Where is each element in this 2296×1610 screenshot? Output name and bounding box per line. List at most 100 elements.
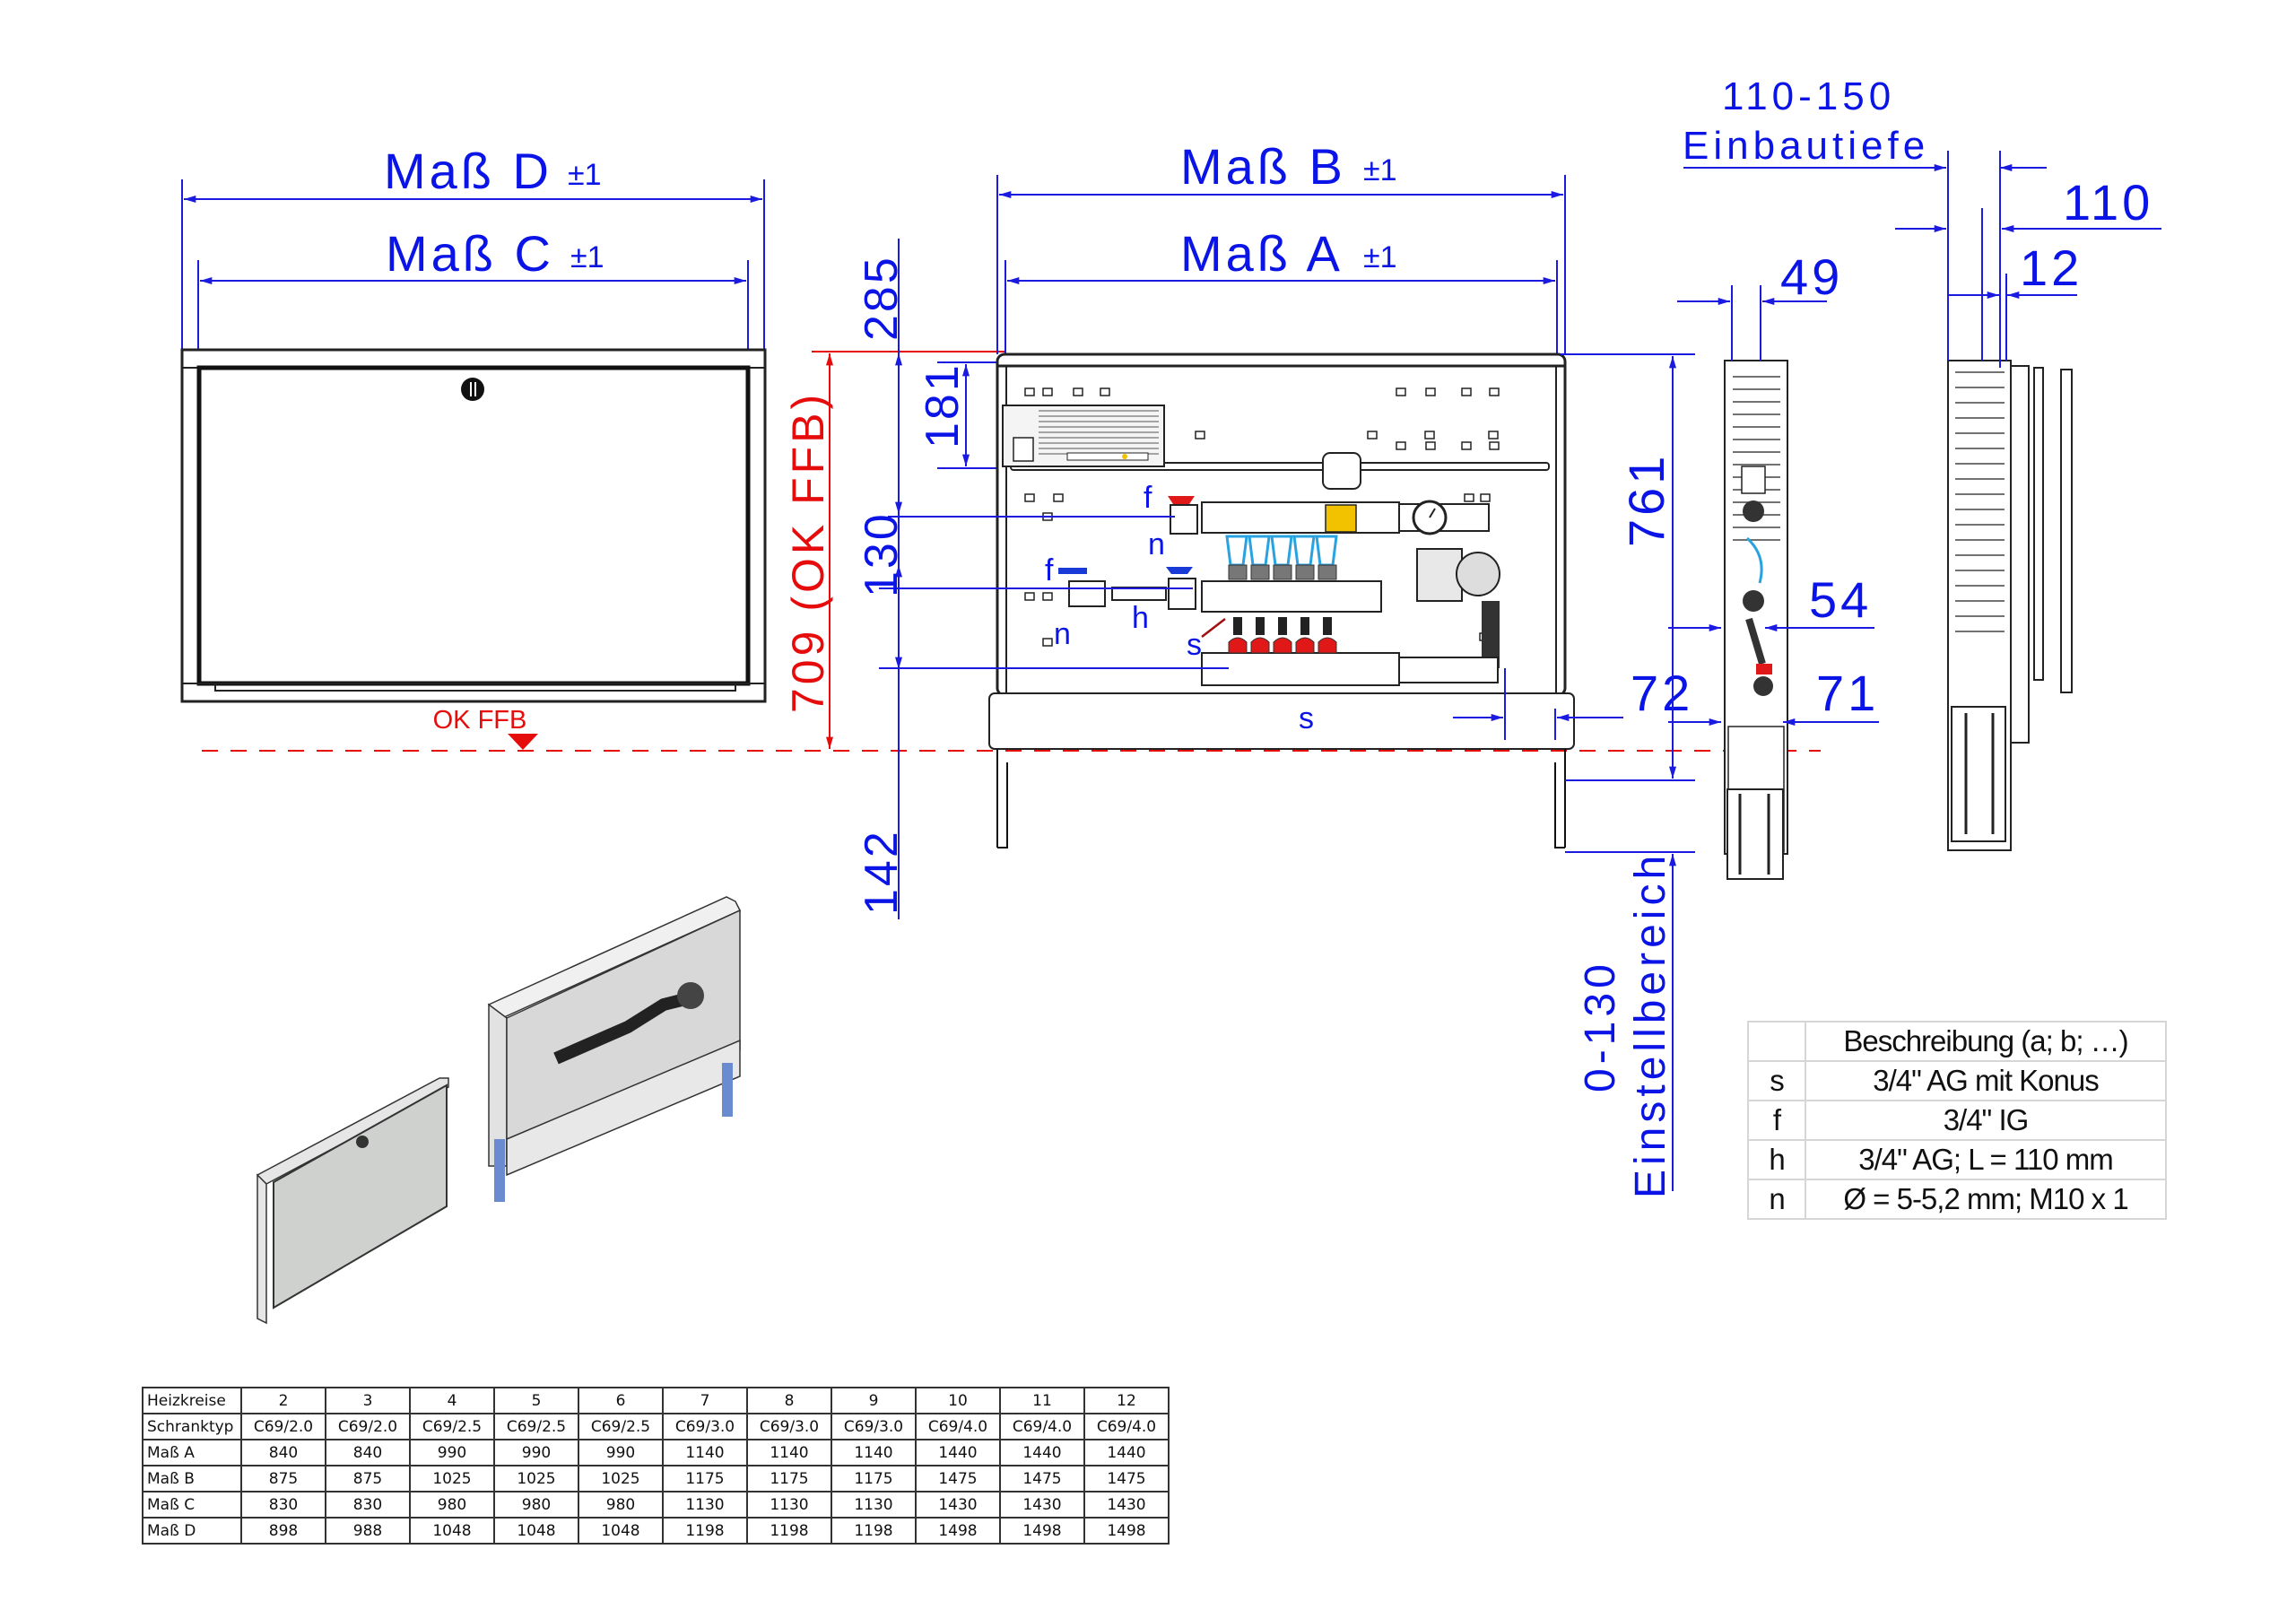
mounting-hole	[1042, 592, 1053, 601]
flowmeter-icon	[1248, 535, 1271, 567]
mounting-hole	[1396, 441, 1406, 450]
dim-a-label: Maß A	[1180, 225, 1344, 282]
bottom-bar-right	[1398, 657, 1499, 683]
legend-value: 3/4" IG	[1805, 1100, 2167, 1141]
size-table-cell: 980	[578, 1491, 664, 1519]
size-table-cell: 875	[240, 1465, 326, 1493]
side-view-door	[2033, 367, 2044, 681]
size-table-cell: 1498	[999, 1517, 1085, 1545]
size-table-cell: 990	[493, 1439, 579, 1466]
size-table-cell: 988	[325, 1517, 411, 1545]
mounting-hole	[1195, 431, 1205, 439]
flowmeter-base	[1318, 564, 1337, 580]
size-table-cell: C69/4.0	[999, 1413, 1085, 1440]
size-table-cell: 11	[999, 1387, 1085, 1414]
legend-row: s 3/4" AG mit Konus	[1747, 1060, 2167, 1101]
size-table-row-header: Heizkreise	[142, 1387, 242, 1414]
legend-value: 3/4" AG; L = 110 mm	[1805, 1139, 2167, 1180]
size-table-cell: 2	[240, 1387, 326, 1414]
dim-72-label: 72	[1631, 665, 1693, 721]
size-table-cell: 10	[915, 1387, 1001, 1414]
size-table-cell: 6	[578, 1387, 664, 1414]
side-view-cover	[2060, 369, 2073, 693]
size-table-cell: 990	[578, 1439, 664, 1466]
dim-110-label: 110	[2063, 174, 2153, 231]
controller-label-strip	[1066, 452, 1149, 461]
size-table-cell: 1198	[662, 1517, 748, 1545]
size-table-cell: 980	[409, 1491, 495, 1519]
size-table-row-header: Maß A	[142, 1439, 242, 1466]
size-table-cell: 8	[746, 1387, 832, 1414]
size-table-row-header: Maß C	[142, 1491, 242, 1519]
size-table-cell: 1430	[1083, 1491, 1170, 1519]
front-cover-view: Maß D ±1 Maß C ±1 OK FFB	[180, 143, 767, 750]
label-s-arrow: s	[1187, 628, 1202, 662]
side-valve-mid	[1743, 590, 1764, 612]
side-actuator	[1741, 466, 1766, 494]
bottom-bar	[1201, 652, 1400, 686]
mounting-hole	[1100, 387, 1110, 396]
mounting-hole	[1073, 387, 1083, 396]
return-ball-valve-handle[interactable]	[1166, 567, 1193, 574]
cabinet-feet	[996, 749, 1566, 849]
mounting-holes	[1024, 387, 1500, 647]
size-table-cell: 840	[325, 1439, 411, 1466]
dim-adjust-label: Einstellbereich	[1627, 851, 1674, 1198]
legend-value: Ø = 5-5,2 mm; M10 x 1	[1805, 1179, 2167, 1220]
size-table-cell: C69/3.0	[662, 1413, 748, 1440]
side-section-foot	[1726, 788, 1784, 880]
flowmeters	[1225, 535, 1338, 580]
fill-valve-handle[interactable]	[1058, 568, 1087, 574]
label-f-top: f	[1144, 481, 1152, 515]
size-table-cell: C69/4.0	[915, 1413, 1001, 1440]
floor-marker-icon	[508, 734, 538, 750]
supply-ball-valve-handle[interactable]	[1168, 496, 1195, 504]
size-table-cell: 3	[325, 1387, 411, 1414]
dim-adjust-range: 0-130	[1577, 960, 1624, 1092]
dim-181-label: 181	[917, 362, 969, 448]
size-table-cell: C69/3.0	[746, 1413, 832, 1440]
size-table-cell: C69/4.0	[1083, 1413, 1170, 1440]
label-n-left: n	[1054, 617, 1071, 651]
legend-header-row: Beschreibung (a; b; …)	[1747, 1021, 2167, 1062]
size-table-cell: C69/2.5	[578, 1413, 664, 1440]
size-table-cell: 898	[240, 1517, 326, 1545]
door-lock-icon[interactable]	[461, 378, 484, 401]
size-table-cell: 1498	[1083, 1517, 1170, 1545]
cabinet-bottom-panel	[988, 692, 1575, 750]
legend-row: f 3/4" IG	[1747, 1100, 2167, 1141]
dim-b-tolerance: ±1	[1363, 153, 1397, 187]
dim-54-label: 54	[1809, 571, 1872, 628]
red-valve-cap-icon	[1228, 637, 1248, 654]
cover-door	[196, 365, 751, 686]
size-table-cell: 1140	[831, 1439, 917, 1466]
side-section-slats	[1733, 376, 1780, 541]
iso-foot-left	[494, 1139, 505, 1202]
supply-ball-valve	[1170, 504, 1198, 535]
red-valve-cap-icon	[1318, 637, 1337, 654]
front-open-view: Maß B ±1 Maß A ±1	[888, 138, 1693, 849]
dim-142-label: 142	[856, 829, 908, 915]
pump-motor	[1416, 548, 1463, 602]
mounting-hole	[1042, 387, 1053, 396]
mounting-hole	[1461, 441, 1472, 450]
iso-cabinet-bottom-panel	[506, 1039, 741, 1177]
dim-b-label: Maß B	[1180, 138, 1346, 195]
size-table-cell: 1175	[662, 1465, 748, 1493]
side-view-foot	[1951, 706, 2006, 842]
side-view: 110-150 Einbautiefe 110 12	[1683, 74, 2161, 851]
size-table-cell: 1048	[493, 1517, 579, 1545]
size-table-cell: 830	[325, 1491, 411, 1519]
dim-a-tolerance: ±1	[1363, 240, 1397, 274]
flowmeter-icon	[1292, 535, 1316, 567]
flowmeter-base	[1295, 564, 1315, 580]
size-table-cell: 1130	[662, 1491, 748, 1519]
legend-key: s	[1747, 1060, 1806, 1101]
s-pointer-arrow	[1201, 618, 1226, 638]
size-table-row-header: Schranktyp	[142, 1413, 242, 1440]
mounting-hole	[1425, 441, 1436, 450]
valve-stem	[1233, 617, 1242, 635]
side-pipe	[1745, 617, 1766, 666]
